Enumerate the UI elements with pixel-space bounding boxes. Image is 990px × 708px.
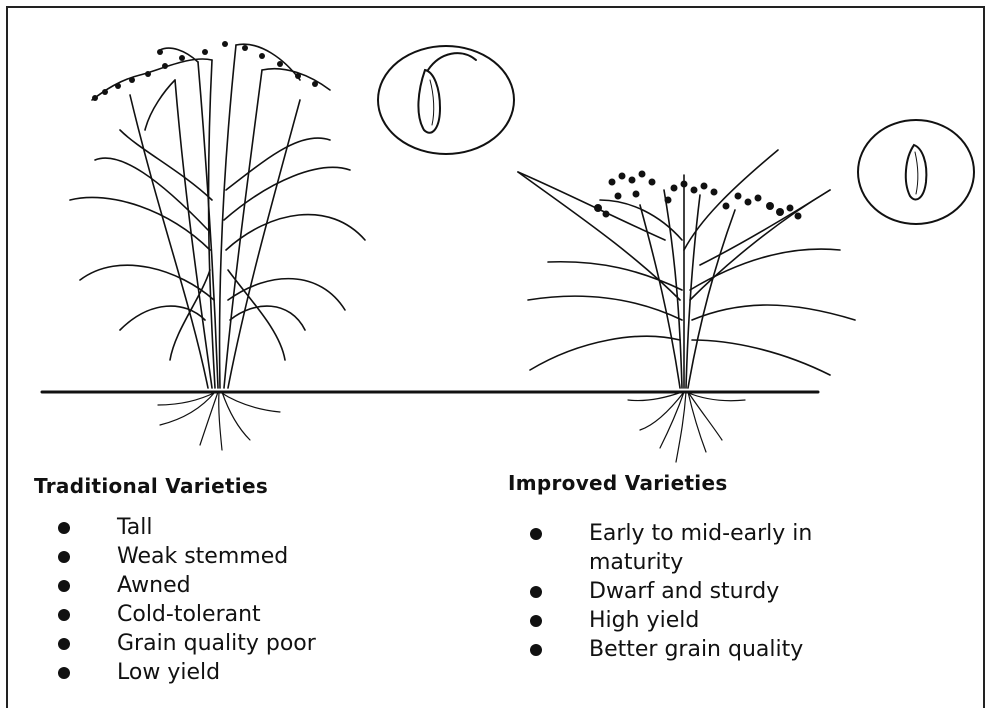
list-item: Grain quality poor bbox=[58, 629, 316, 658]
bullet-icon bbox=[58, 667, 70, 679]
plant-illustration bbox=[0, 0, 990, 470]
list-item: Better grain quality bbox=[530, 635, 889, 664]
bullet-icon bbox=[530, 644, 542, 656]
awned-grain-icon bbox=[378, 46, 514, 154]
list-item: Dwarf and sturdy bbox=[530, 577, 889, 606]
tall-plant-roots bbox=[158, 392, 280, 450]
list-item: Tall bbox=[58, 513, 316, 542]
trait-label: Cold-tolerant bbox=[117, 600, 316, 629]
list-item: Early to mid-early in maturity bbox=[530, 519, 889, 577]
bullet-icon bbox=[58, 580, 70, 592]
trait-label: Better grain quality bbox=[589, 635, 889, 664]
trait-label: Dwarf and sturdy bbox=[589, 577, 889, 606]
list-item: Low yield bbox=[58, 658, 316, 687]
bullet-icon bbox=[530, 615, 542, 627]
bullet-icon bbox=[530, 586, 542, 598]
list-item: Weak stemmed bbox=[58, 542, 316, 571]
bullet-icon bbox=[58, 609, 70, 621]
improved-heading: Improved Varieties bbox=[508, 471, 728, 495]
trait-label: Awned bbox=[117, 571, 316, 600]
bullet-icon bbox=[58, 551, 70, 563]
trait-label: Grain quality poor bbox=[117, 629, 316, 658]
trait-label: Low yield bbox=[117, 658, 316, 687]
bullet-icon bbox=[58, 638, 70, 650]
bullet-icon bbox=[58, 522, 70, 534]
trait-label: Tall bbox=[117, 513, 316, 542]
tall-panicle-grains bbox=[92, 41, 318, 101]
traditional-trait-list: Tall Weak stemmed Awned Cold-tolerant Gr… bbox=[58, 513, 316, 687]
trait-label: Weak stemmed bbox=[117, 542, 316, 571]
list-item: Cold-tolerant bbox=[58, 600, 316, 629]
improved-trait-list: Early to mid-early in maturity Dwarf and… bbox=[530, 519, 889, 664]
bullet-icon bbox=[530, 528, 542, 540]
dwarf-plant-roots bbox=[628, 392, 745, 462]
list-item: Awned bbox=[58, 571, 316, 600]
list-item: High yield bbox=[530, 606, 889, 635]
traditional-heading: Traditional Varieties bbox=[34, 474, 268, 498]
trait-label: Early to mid-early in maturity bbox=[589, 519, 889, 577]
awnless-grain-icon bbox=[858, 120, 974, 224]
trait-label: High yield bbox=[589, 606, 889, 635]
tall-rice-plant bbox=[70, 44, 365, 388]
